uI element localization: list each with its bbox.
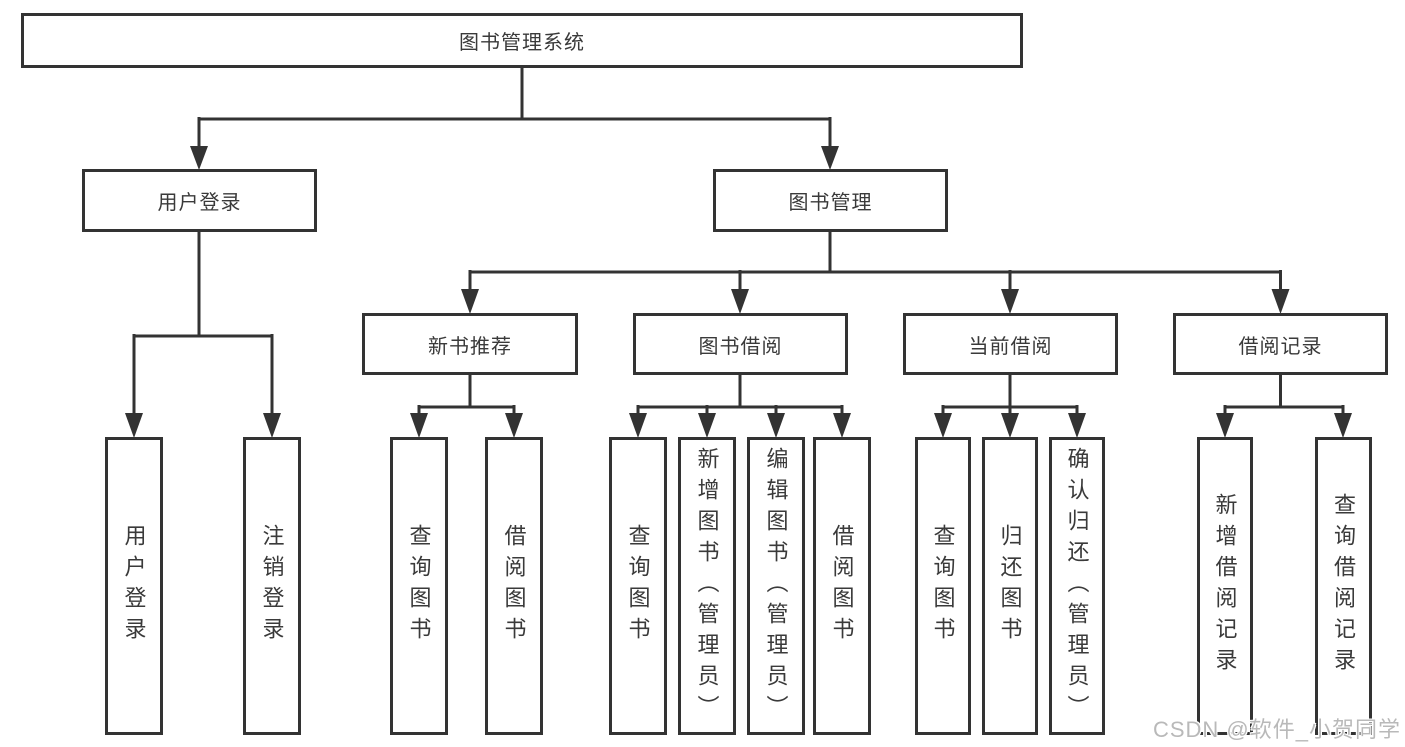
node-book-borrow: 图书借阅 <box>633 313 848 375</box>
node-label: 借阅图书 <box>501 524 527 648</box>
node-current-borrow: 当前借阅 <box>903 313 1118 375</box>
node-label: 当前借阅 <box>968 335 1053 358</box>
leaf-user-login: 用户登录 <box>105 437 163 735</box>
node-label: 查询借阅记录 <box>1331 493 1357 679</box>
node-label: 用户登录 <box>157 192 242 214</box>
leaf-query-borrow-record: 查询借阅记录 <box>1315 437 1372 735</box>
leaf-add-borrow-record: 新增借阅记录 <box>1197 437 1253 735</box>
node-label: 图书管理 <box>788 192 873 214</box>
leaf-query-books-current: 查询图书 <box>915 437 971 735</box>
node-label: 借阅记录 <box>1238 335 1323 358</box>
node-label: 查询图书 <box>930 524 956 648</box>
node-book-management: 图书管理 <box>713 169 948 232</box>
leaf-confirm-return-admin: 确认归还（管理员） <box>1049 437 1105 735</box>
node-label: 新增图书（管理员） <box>694 446 720 726</box>
node-user-login: 用户登录 <box>82 169 317 232</box>
node-label: 注销登录 <box>259 524 285 648</box>
node-label: 图书借阅 <box>698 335 783 358</box>
node-label: 借阅图书 <box>829 524 855 648</box>
node-label: 图书管理系统 <box>459 32 585 54</box>
node-label: 编辑图书（管理员） <box>763 446 789 726</box>
node-new-book-recommend: 新书推荐 <box>362 313 578 375</box>
leaf-borrow-books-recommend: 借阅图书 <box>485 437 543 735</box>
leaf-return-books: 归还图书 <box>982 437 1038 735</box>
node-label: 查询图书 <box>625 524 651 648</box>
leaf-borrow-books: 借阅图书 <box>813 437 871 735</box>
csdn-watermark: CSDN @软件_小贺同学 <box>1152 717 1401 742</box>
leaf-add-books-admin: 新增图书（管理员） <box>678 437 736 735</box>
leaf-logout: 注销登录 <box>243 437 301 735</box>
leaf-query-books: 查询图书 <box>609 437 667 735</box>
node-library-management-system: 图书管理系统 <box>21 13 1023 68</box>
node-label: 新增借阅记录 <box>1212 493 1238 679</box>
node-label: 确认归还（管理员） <box>1064 446 1090 726</box>
node-label: 新书推荐 <box>428 335 512 358</box>
node-label: 查询图书 <box>406 524 432 648</box>
leaf-query-books-recommend: 查询图书 <box>390 437 448 735</box>
node-label: 归还图书 <box>997 524 1023 648</box>
node-label: 用户登录 <box>121 524 147 648</box>
leaf-edit-books-admin: 编辑图书（管理员） <box>747 437 805 735</box>
node-borrow-records: 借阅记录 <box>1173 313 1388 375</box>
